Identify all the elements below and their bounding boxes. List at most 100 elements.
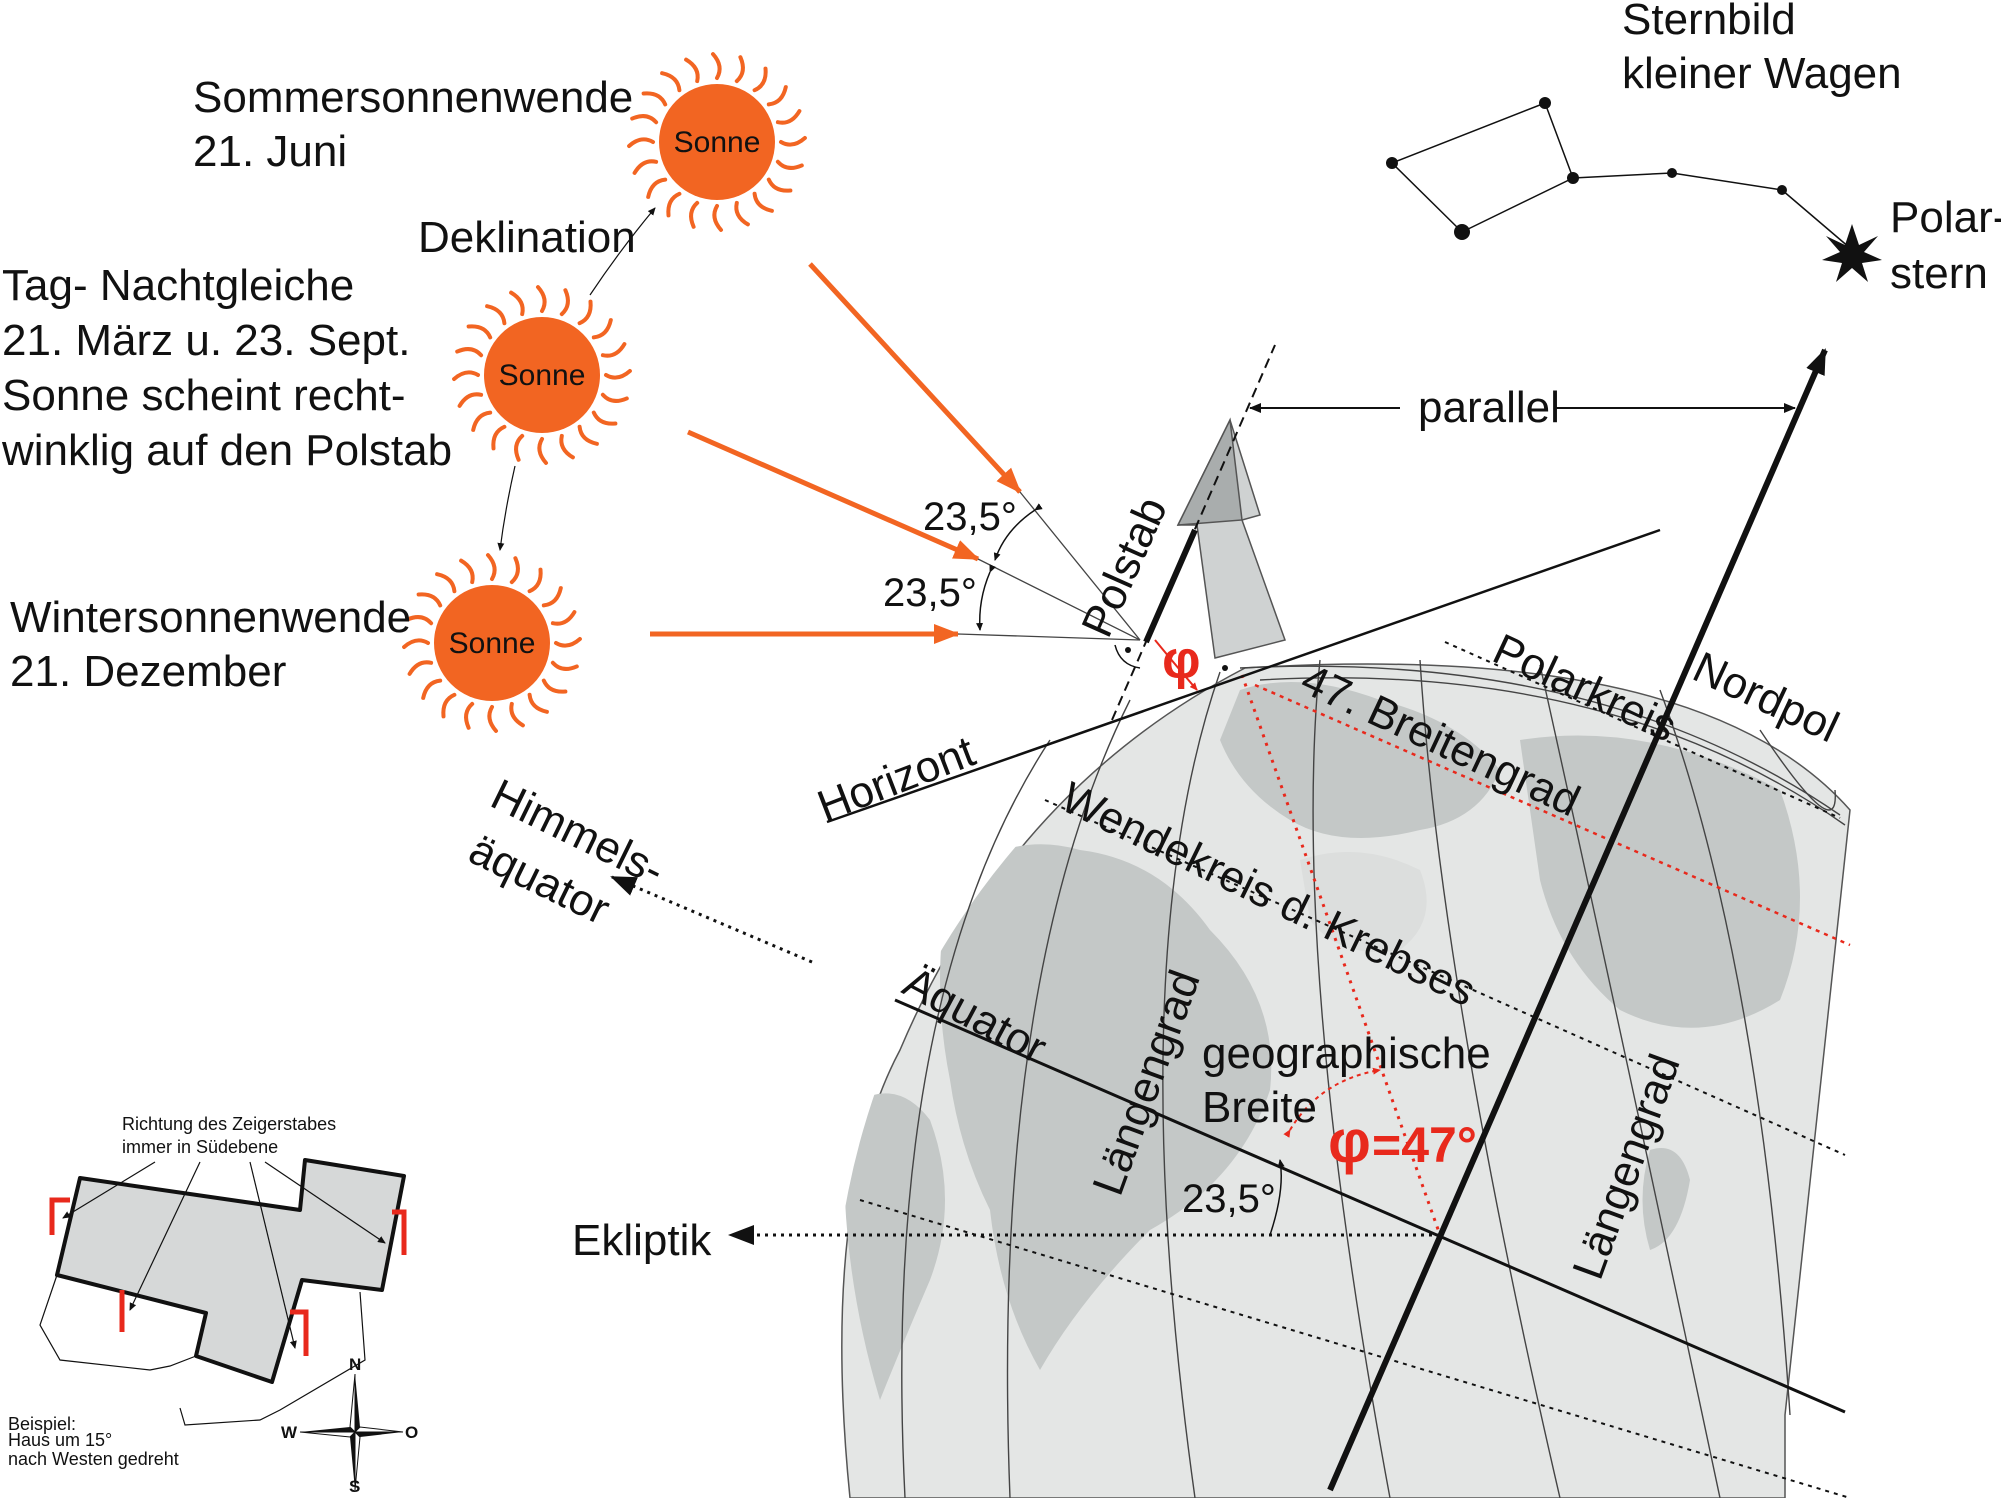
polstab-right-angle-arc [1114, 644, 1141, 669]
sun-ray [684, 57, 700, 84]
sun-ray [641, 91, 668, 107]
sun-ray [459, 558, 475, 585]
sun-ray [766, 177, 793, 193]
sun-ray [630, 114, 659, 125]
house-title-2: immer in Südebene [122, 1137, 278, 1157]
sun-ray [627, 137, 655, 148]
sun-ray [600, 392, 629, 403]
sun-ray [455, 347, 484, 358]
house-gnomon-markers [49, 1197, 407, 1356]
sun-ray [537, 437, 548, 465]
earth-axis [1327, 348, 1828, 1492]
angle-lower-label: 23,5° [883, 571, 977, 615]
phi-value-label: =47° [1372, 1117, 1477, 1173]
sun-ray [577, 299, 593, 326]
sun-ray [407, 660, 434, 676]
land-madagascar [1642, 1148, 1690, 1250]
sun-ray [457, 392, 484, 408]
polarkreis-line [1444, 641, 1841, 819]
house-example-3: nach Westen gedreht [8, 1449, 179, 1469]
sun-ray [577, 424, 599, 446]
sun-ray [416, 592, 443, 608]
land-africa [940, 844, 1272, 1370]
sun-ray [421, 678, 443, 700]
sun-ray [402, 638, 430, 649]
house-direction-lines [62, 1161, 386, 1349]
declination-arc-lower [976, 564, 996, 631]
sun-ray [734, 55, 745, 84]
sun-ray [491, 424, 507, 451]
sun-equinox-label: Sonne [499, 359, 586, 392]
house-outline [55, 1158, 406, 1384]
sun-ray [527, 567, 543, 594]
deklination-label: Deklination [418, 213, 636, 262]
phi-small-arc [1154, 639, 1198, 691]
sun-ray [527, 692, 549, 714]
sun-ray [509, 290, 525, 317]
sun-ray [405, 615, 434, 626]
sun-ray [775, 159, 804, 170]
phi-angle-arc [1283, 1067, 1381, 1138]
sun-ray [485, 304, 507, 326]
polstab-solid [1143, 528, 1198, 644]
wendekreis-line [1044, 799, 1846, 1156]
sun-ray [471, 410, 493, 432]
sun-ray [632, 159, 659, 175]
sun-ray [591, 318, 613, 340]
parallel-label: parallel [1418, 383, 1560, 432]
equinox-caption-1: Tag- Nachtgleiche [2, 261, 354, 310]
constellation-label-1: Sternbild [1622, 0, 1796, 44]
sun-ray [509, 556, 520, 585]
ekliptik-label: Ekliptik [572, 1216, 712, 1265]
phi-big-label: φ [1328, 1108, 1371, 1175]
ray-equinox [686, 429, 980, 562]
land-sea [1300, 852, 1427, 952]
latitude-lines [859, 641, 1851, 1498]
house-example-1: Beispiel: [8, 1414, 76, 1434]
sun-ray [711, 52, 722, 80]
sun-ray [487, 705, 498, 733]
winter-caption-2: 21. Dezember [10, 647, 286, 696]
sun-ray [452, 370, 480, 381]
gnomon-arrow [1176, 417, 1286, 671]
sun-ray [775, 109, 802, 125]
sun-ray [591, 410, 618, 426]
sun-ray [550, 610, 577, 626]
polarstern-label-1: Polar- [1890, 193, 2001, 242]
land-asia [1520, 735, 1800, 1028]
phi-small-label: φ [1162, 630, 1201, 690]
land-europe [1220, 682, 1500, 838]
sun-ray [509, 701, 525, 728]
constellation-kleiner-wagen [1386, 97, 1882, 282]
sun-ray [464, 701, 475, 730]
polar-star [1822, 224, 1882, 282]
compass-o: O [405, 1423, 418, 1442]
geo-breite-label-1: geographische [1202, 1029, 1491, 1078]
sun-ray [486, 553, 497, 581]
right-angle-dot-gnomon [1222, 665, 1228, 671]
sun-winter-label: Sonne [449, 627, 536, 660]
compass-w: W [281, 1423, 298, 1442]
summer-caption-1: Sommersonnenwende [193, 73, 633, 122]
declination-arc-upper [993, 503, 1043, 561]
equinox-caption-2: 21. März u. 23. Sept. [2, 316, 410, 365]
summer-caption-2: 21. Juni [193, 127, 347, 176]
sun-ray [514, 433, 525, 462]
house-path [179, 1291, 366, 1426]
sun-ray [466, 324, 493, 340]
sun-ray [441, 692, 457, 719]
sun-winter: Sonne [402, 553, 582, 733]
sun-ray [541, 678, 568, 694]
equator-line [894, 998, 1846, 1414]
polstab-dashed [1111, 344, 1276, 721]
equator-angle-arc [1269, 1159, 1285, 1236]
sun-ray [559, 288, 570, 317]
angle-equator-label: 23,5° [1182, 1177, 1276, 1221]
compass-rose: N S W O [281, 1355, 418, 1496]
sun-ray [604, 369, 632, 380]
polstab-label: Polstab [1072, 490, 1176, 644]
sun-ray [559, 433, 575, 460]
house-inset: Richtung des Zeigerstabes immer in Südeb… [8, 1114, 418, 1496]
sun-ray [752, 66, 768, 93]
